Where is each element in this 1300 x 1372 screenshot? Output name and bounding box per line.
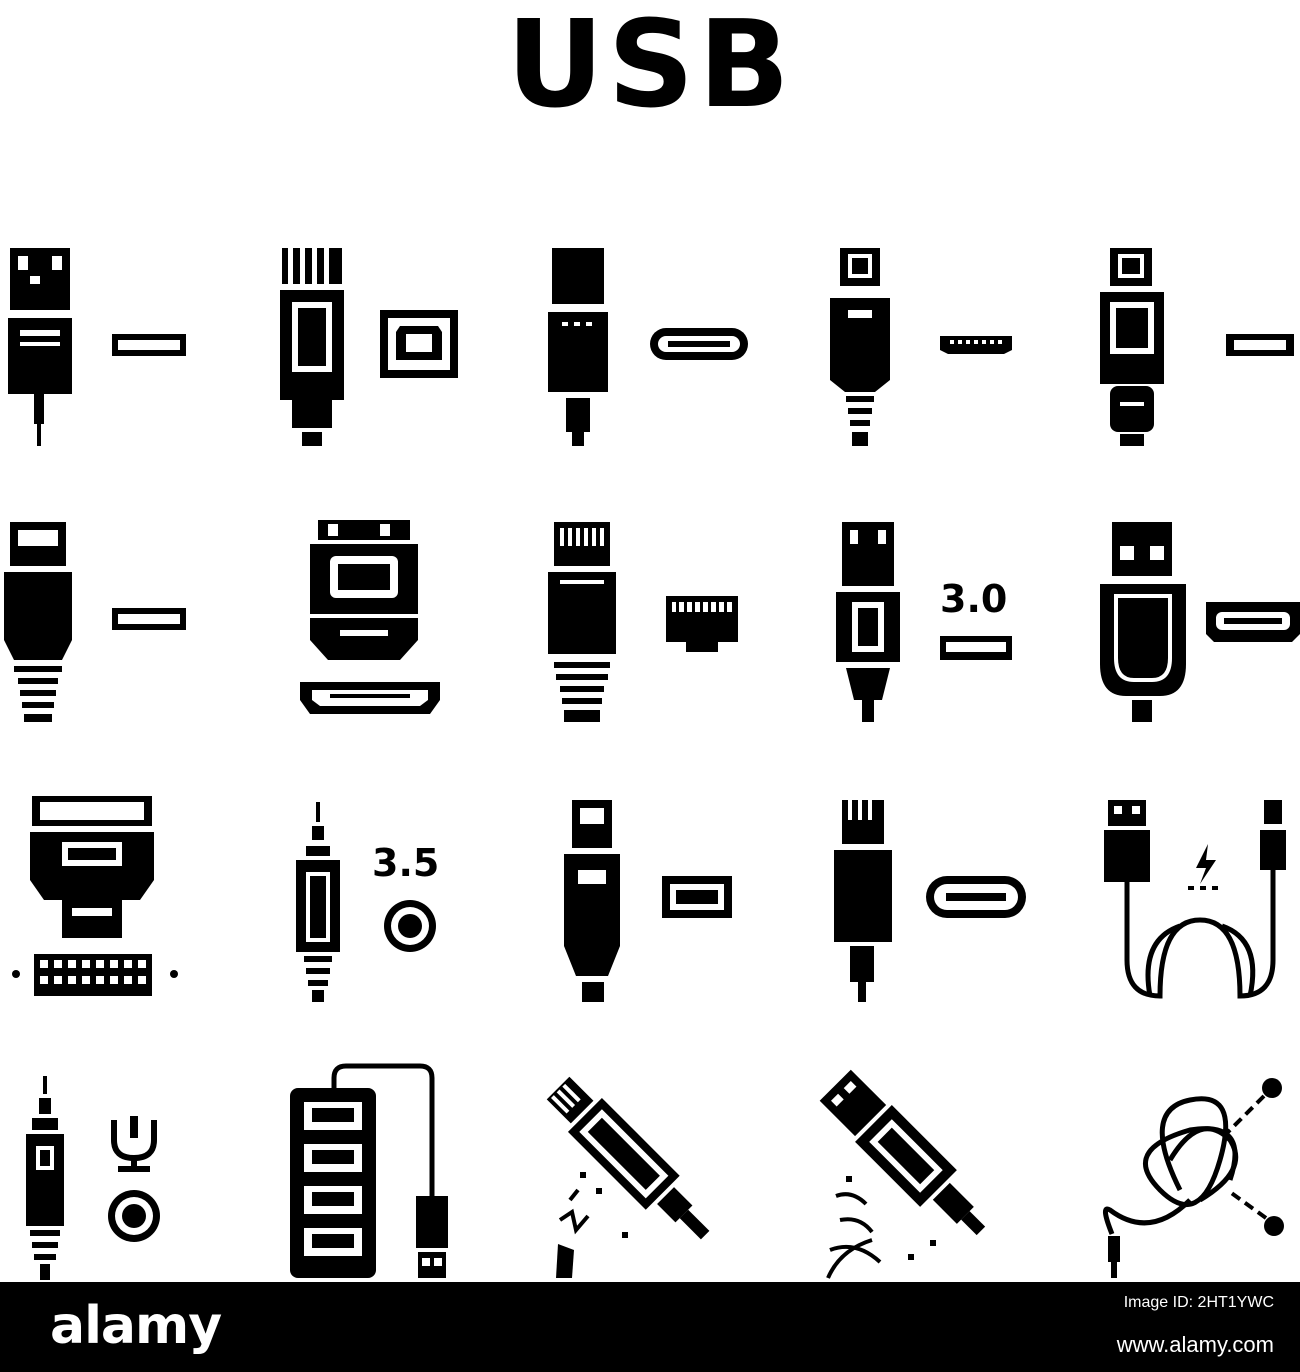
alamy-logo: alamy bbox=[50, 1296, 222, 1356]
usb-hub-icon bbox=[290, 1063, 448, 1278]
usb-a-connector-icon bbox=[8, 248, 186, 446]
jack-3-5-label: 3.5 bbox=[372, 841, 439, 885]
micro-usb-connector-icon bbox=[1100, 248, 1294, 446]
usb-c-cable-icon bbox=[834, 800, 1026, 1002]
microphone-jack-icon bbox=[26, 1076, 160, 1280]
audio-jack-3-5-icon: 3.5 bbox=[296, 802, 439, 1002]
dvi-vga-connector-icon bbox=[12, 796, 178, 996]
micro-usb-3-connector-icon bbox=[300, 520, 440, 714]
hdmi-connector-icon bbox=[564, 800, 732, 1002]
footer-url-text: www.alamy.com bbox=[1116, 1332, 1274, 1357]
usb-c-connector-icon bbox=[548, 248, 748, 446]
stock-footer-bar: alamy Image ID: 2HT1YWC www.alamy.com bbox=[0, 1282, 1300, 1372]
charging-cable-icon bbox=[1104, 800, 1286, 999]
tangled-cable-icon bbox=[1103, 1078, 1284, 1278]
page-title: USB bbox=[506, 0, 794, 135]
micro-usb-b-connector-icon bbox=[1100, 522, 1300, 722]
mini-usb-connector-icon bbox=[830, 248, 1012, 446]
broken-ethernet-cable-icon bbox=[546, 1076, 710, 1278]
broken-usb-cable-icon bbox=[819, 1069, 986, 1279]
usb-b-connector-icon bbox=[280, 248, 458, 446]
usb-3-0-label: 3.0 bbox=[940, 577, 1007, 621]
image-id-text: Image ID: 2HT1YWC bbox=[1123, 1294, 1274, 1311]
ethernet-rj45-connector-icon bbox=[548, 522, 738, 722]
usb-3-0-connector-icon: 3.0 bbox=[836, 522, 1012, 722]
usb-a-plug-icon bbox=[4, 522, 186, 722]
